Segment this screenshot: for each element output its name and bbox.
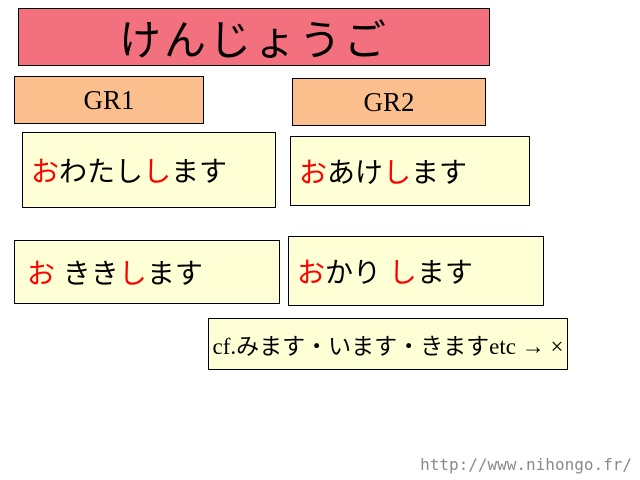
group-label-gr2: GR2 bbox=[292, 78, 486, 126]
example-text-gr2-1: おあけします bbox=[299, 157, 468, 188]
example-text-gr2-2: おかり します bbox=[297, 257, 473, 288]
counter-example-text: cf.みます・います・きますetc → × bbox=[212, 334, 564, 359]
example-card-gr2-1: おあけします bbox=[290, 136, 530, 206]
group-label-gr1: GR1 bbox=[14, 76, 204, 124]
group-gr1-text: GR1 bbox=[83, 84, 135, 115]
slide-title: けんじょうご bbox=[18, 8, 490, 66]
example-text-gr1-1: おわたしします bbox=[31, 156, 228, 187]
slide-title-text: けんじょうご bbox=[118, 18, 389, 65]
group-gr2-text: GR2 bbox=[363, 86, 415, 117]
example-card-gr2-2: おかり します bbox=[288, 236, 544, 306]
watermark-url: http://www.nihongo.fr/ bbox=[420, 455, 632, 474]
example-card-gr1-2: お ききします bbox=[14, 240, 280, 304]
example-card-gr1-1: おわたしします bbox=[22, 132, 276, 208]
example-text-gr1-2: お ききします bbox=[27, 258, 203, 289]
counter-example-note: cf.みます・います・きますetc → × bbox=[208, 318, 568, 370]
